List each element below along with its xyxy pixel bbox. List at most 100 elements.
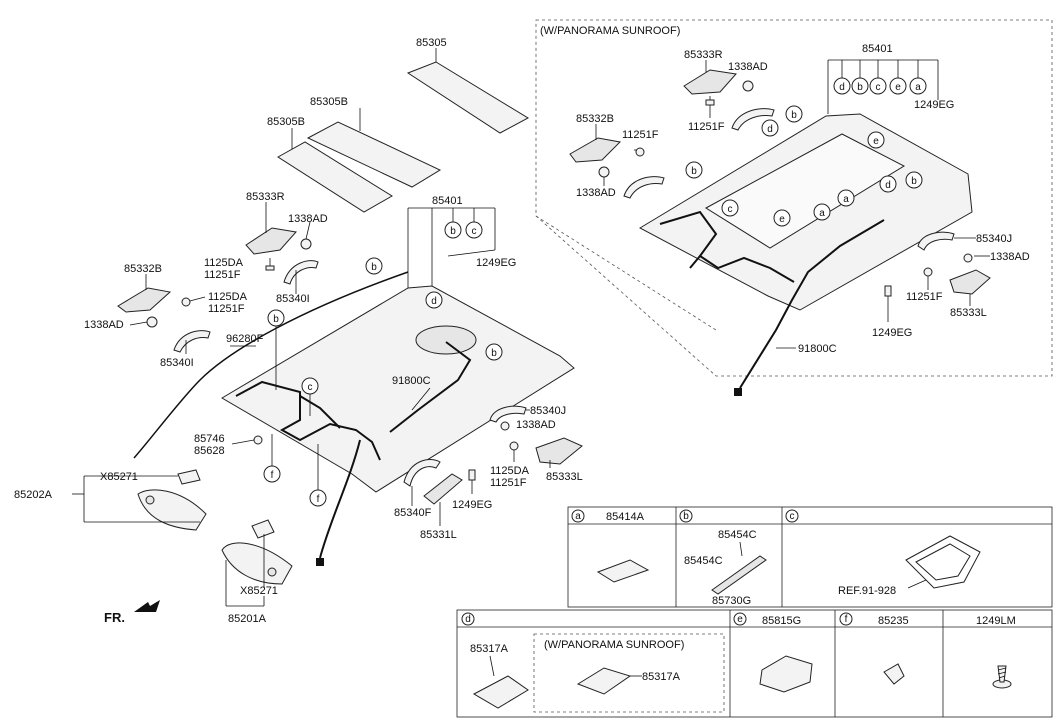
- label-85333l: 85333L: [546, 471, 583, 483]
- table-part-85454c: 85454C: [718, 529, 757, 541]
- label-85332b: 85332B: [124, 263, 162, 275]
- label-85401: 85401: [432, 195, 463, 207]
- svg-text:d: d: [839, 82, 845, 93]
- label-1125da-3: 1125DA: [490, 465, 530, 477]
- svg-text:a: a: [575, 511, 581, 522]
- screw-1249eg-2: [468, 469, 476, 494]
- svg-text:d: d: [885, 180, 891, 191]
- label-85305: 85305: [416, 37, 447, 49]
- label-1125da-2: 1125DA: [208, 291, 248, 303]
- pano-label-1338ad-1: 1338AD: [728, 61, 768, 73]
- lamp-bezel-85317a-icon: [472, 675, 529, 709]
- sunvisor-85202a: [72, 469, 207, 531]
- svg-text:b: b: [683, 511, 689, 522]
- front-arrow-icon: [134, 600, 160, 612]
- table-code-f: [839, 612, 853, 626]
- pano-handle-85340j: [917, 231, 990, 263]
- bracket-85333r: [245, 202, 312, 271]
- pano-label-1338ad-3: 1338AD: [990, 251, 1030, 263]
- table-part-85454c-2: 85454C: [684, 555, 723, 567]
- svg-text:d: d: [767, 124, 773, 135]
- panorama-title: (W/PANORAMA SUNROOF): [540, 25, 680, 37]
- label-85305b-2: 85305B: [267, 116, 305, 128]
- sunvisor-85201a: [221, 519, 293, 607]
- svg-text:c: c: [728, 204, 733, 215]
- bracket-85331l: [423, 473, 463, 526]
- label-x85271-2: X85271: [240, 585, 278, 597]
- clip-85746: [231, 435, 263, 445]
- pano-label-91800c: 91800C: [798, 343, 837, 355]
- label-1249eg-1: 1249EG: [476, 257, 516, 269]
- pano-label-85333r: 85333R: [684, 49, 723, 61]
- pano-label-85340j: 85340J: [976, 233, 1012, 245]
- pano-headliner: [638, 113, 973, 396]
- label-11251f-2: 11251F: [208, 303, 245, 315]
- label-96280f: 96280F: [226, 333, 264, 345]
- label-1125da-1: 1125DA: [204, 257, 244, 269]
- label-1338ad-3: 1338AD: [516, 419, 556, 431]
- pano-label-85401: 85401: [862, 43, 893, 55]
- label-85202a: 85202A: [14, 489, 53, 501]
- pano-bracket-85333l: [884, 267, 991, 322]
- pano-handle-upper: [731, 108, 775, 131]
- label-85333r: 85333R: [246, 191, 285, 203]
- cover-85815g-icon: [759, 655, 813, 693]
- label-1249eg-2: 1249EG: [452, 499, 492, 511]
- pano-label-1249eg-2: 1249EG: [872, 327, 912, 339]
- svg-text:e: e: [895, 82, 901, 93]
- svg-text:a: a: [819, 208, 825, 219]
- table-ref-91-928: REF.91-928: [838, 585, 896, 597]
- main-callouts: b b c d b b c f f: [263, 221, 503, 507]
- label-85201a: 85201A: [228, 613, 267, 625]
- label-85746: 85746: [194, 433, 225, 445]
- clip-85235-icon: [883, 663, 905, 685]
- svg-text:c: c: [308, 382, 313, 393]
- sheet-85305b-lower: [277, 128, 393, 213]
- label-x85271-1: X85271: [100, 471, 138, 483]
- pano-label-1249eg-1: 1249EG: [914, 99, 954, 111]
- svg-text:b: b: [371, 262, 377, 273]
- pano-bracket-85332b: [569, 124, 645, 186]
- label-91800c: 91800C: [392, 375, 431, 387]
- svg-text:c: c: [472, 226, 477, 237]
- pano-label-85332b: 85332B: [576, 113, 614, 125]
- svg-text:f: f: [271, 470, 274, 481]
- svg-text:f: f: [845, 614, 848, 625]
- svg-text:c: c: [876, 82, 881, 93]
- svg-text:e: e: [779, 214, 785, 225]
- table-part-85730g: 85730G: [712, 595, 751, 607]
- label-85331l: 85331L: [420, 529, 457, 541]
- pano-bracket-85333r: [683, 60, 754, 118]
- svg-text:b: b: [491, 348, 497, 359]
- parts-table: [456, 506, 1053, 718]
- table-code-a: [571, 509, 585, 523]
- label-fr: FR.: [104, 610, 125, 625]
- table-code-b: [679, 509, 693, 523]
- label-1338ad-1: 1338AD: [288, 213, 328, 225]
- grab-handle-85340j: [489, 405, 530, 431]
- pano-label-11251f-1: 11251F: [688, 121, 725, 133]
- label-11251f-1: 11251F: [204, 269, 241, 281]
- pano-label-85333l: 85333L: [950, 307, 987, 319]
- lamp-bezel-pano-85317a-icon: [576, 667, 632, 695]
- svg-text:a: a: [843, 194, 849, 205]
- screw-1249lm-icon: [992, 665, 1012, 689]
- label-11251f-3: 11251F: [490, 477, 527, 489]
- svg-text:d: d: [465, 614, 471, 625]
- bracket-85333l: [509, 437, 583, 468]
- label-85340f: 85340F: [394, 507, 432, 519]
- pano-label-11251f-3: 11251F: [906, 291, 943, 303]
- table-d-subtitle: (W/PANORAMA SUNROOF): [544, 639, 684, 651]
- svg-text:b: b: [791, 110, 797, 121]
- table-part-85815g: 85815G: [762, 615, 801, 627]
- headliner-main: [221, 285, 575, 493]
- table-code-d: [461, 612, 475, 626]
- svg-text:a: a: [915, 82, 921, 93]
- label-85340i-1: 85340I: [276, 293, 310, 305]
- svg-text:d: d: [431, 296, 437, 307]
- pano-label-1338ad-2: 1338AD: [576, 187, 616, 199]
- leader-85401: [407, 207, 496, 290]
- table-part-1249lm: 1249LM: [976, 615, 1016, 627]
- grab-handle-85340i-upper: [283, 260, 319, 294]
